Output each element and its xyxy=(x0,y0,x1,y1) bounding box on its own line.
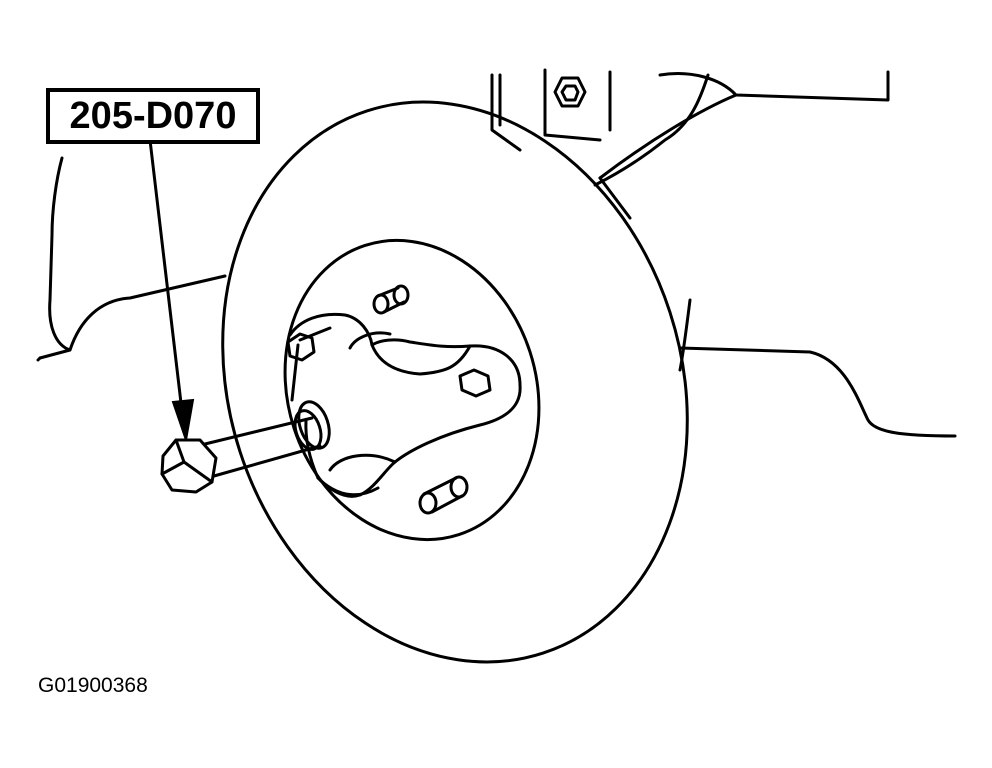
hex-nut-icon xyxy=(553,76,587,108)
brake-disc xyxy=(221,100,692,664)
figure-id: G01900368 xyxy=(38,674,148,697)
body-outline-right xyxy=(678,346,957,438)
tool-number-label: 205-D070 xyxy=(69,94,237,137)
wheel-stud-icon xyxy=(372,284,410,315)
forcing-screw xyxy=(203,400,331,478)
puller-tool xyxy=(286,312,522,498)
suspension-structure xyxy=(490,68,890,220)
fender-outline xyxy=(36,156,227,362)
arrow-icon xyxy=(148,138,185,422)
hub-flange xyxy=(283,238,541,542)
wheel-stud-icon xyxy=(418,475,469,515)
hex-bolt-icon xyxy=(160,438,218,494)
arrow-head xyxy=(171,398,195,441)
hex-nut-icon xyxy=(286,332,316,362)
wheel-studs xyxy=(372,284,469,515)
hex-nut-icon xyxy=(458,368,492,398)
tool-number-callout: 205-D070 xyxy=(46,88,260,144)
